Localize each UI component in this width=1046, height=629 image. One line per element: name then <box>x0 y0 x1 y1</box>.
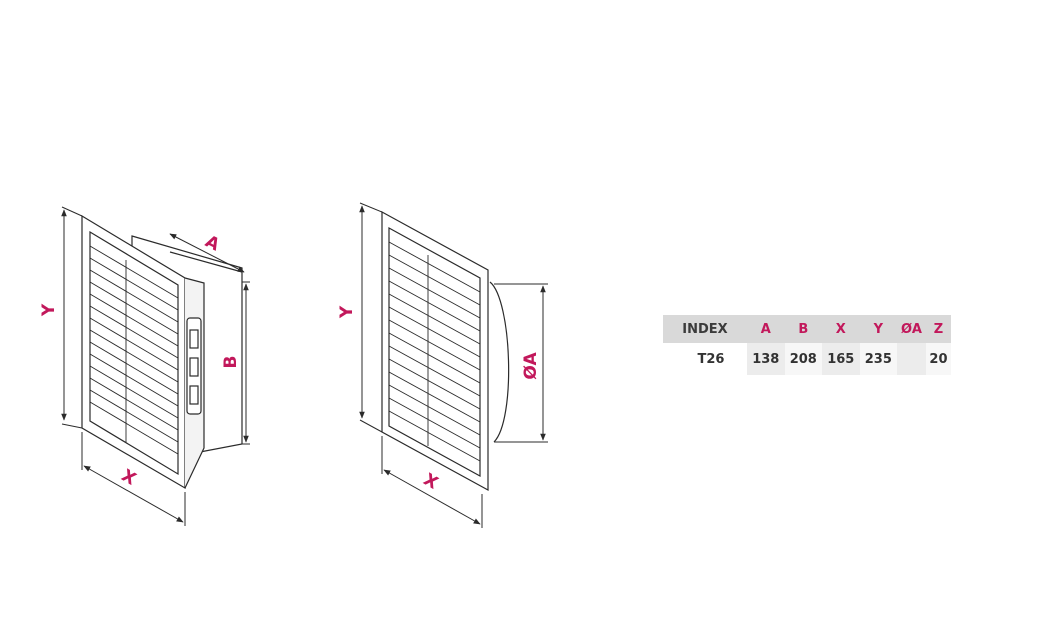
label-dia-a-right: ØA <box>521 352 541 380</box>
cell-y: 235 <box>859 343 898 375</box>
cell-dia-a <box>897 343 926 375</box>
grille-with-duct-view <box>81 214 243 490</box>
header-b: B <box>784 315 823 343</box>
header-index: INDEX <box>663 315 747 343</box>
label-y-left: Y <box>39 303 59 317</box>
header-x: X <box>822 315 860 343</box>
dimension-lines-right <box>359 202 548 528</box>
spec-table: INDEX A B X Y ØA Z T26 138 208 165 235 2… <box>663 315 951 375</box>
louvre-slats-right <box>388 241 481 462</box>
table-row: T26 138 208 165 235 20 <box>663 343 951 375</box>
cell-index: T26 <box>663 343 747 375</box>
cell-b: 208 <box>784 343 823 375</box>
header-z: Z <box>925 315 951 343</box>
header-y: Y <box>859 315 898 343</box>
label-x-left: X <box>118 466 139 490</box>
mounting-clips <box>186 317 202 415</box>
label-b-left: B <box>221 356 241 369</box>
dimension-lines-left <box>61 206 250 526</box>
cell-a: 138 <box>747 343 785 375</box>
label-x-right: X <box>420 470 441 494</box>
label-y-right: Y <box>337 305 357 319</box>
cell-x: 165 <box>822 343 860 375</box>
louvre-slats-left <box>89 245 179 455</box>
header-a: A <box>747 315 785 343</box>
grille-with-round-spigot-view <box>381 210 510 492</box>
header-dia-a: ØA <box>897 315 926 343</box>
table-header-row: INDEX A B X Y ØA Z <box>663 315 951 343</box>
cell-z: 20 <box>925 343 951 375</box>
